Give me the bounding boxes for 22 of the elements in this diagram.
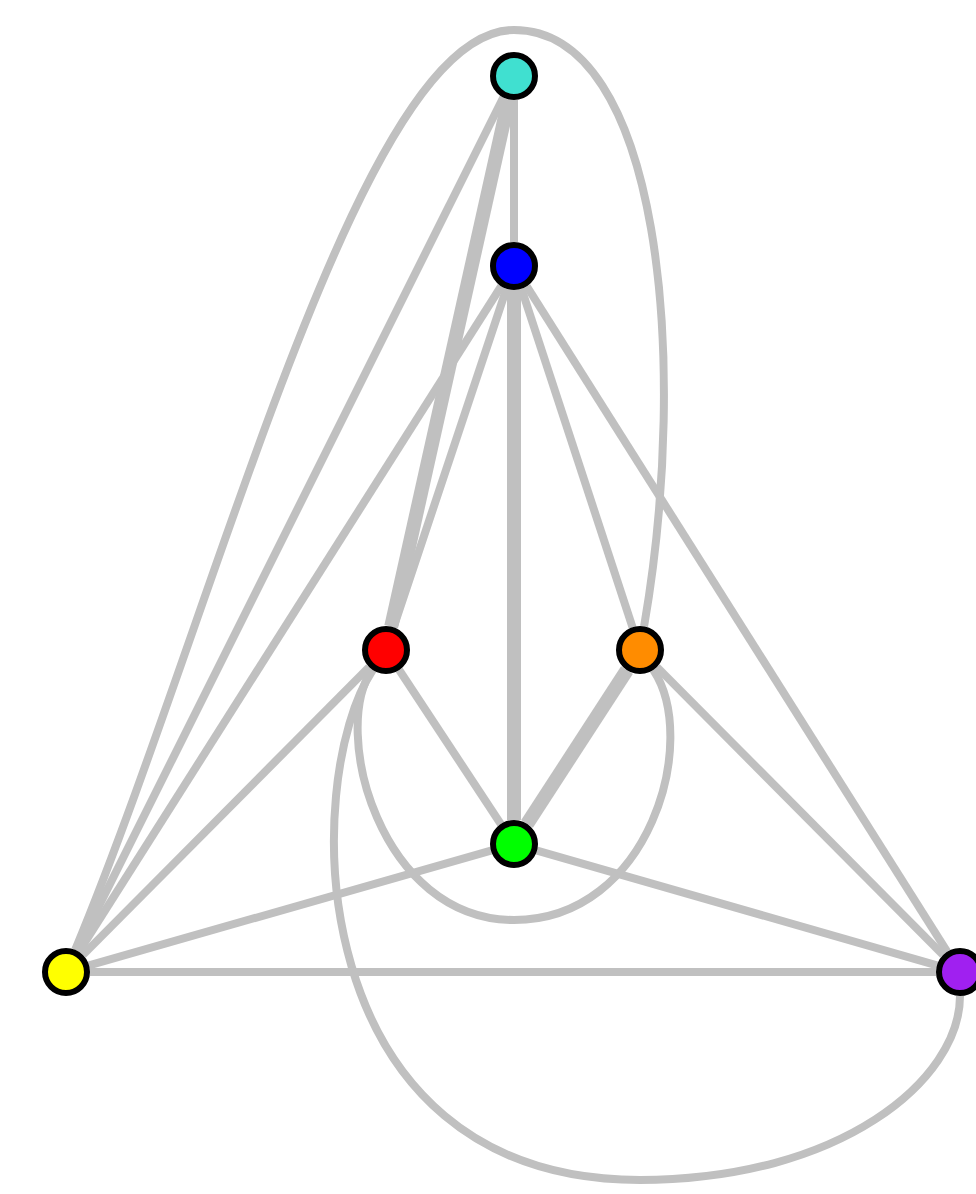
graph-edge — [507, 290, 515, 820]
graph-edge — [535, 846, 939, 970]
graph-edge — [87, 846, 493, 970]
graph-vertex — [490, 242, 538, 290]
graph-vertex — [490, 52, 538, 100]
graph-vertex — [616, 626, 664, 674]
graph-vertex — [936, 948, 976, 996]
graph-vertex — [42, 948, 90, 996]
graph-vertex — [362, 626, 410, 674]
graph-edge — [513, 290, 521, 820]
graph-vertex — [490, 820, 538, 868]
graph-edge — [80, 664, 372, 958]
graph-edge — [395, 667, 505, 827]
graph-edge — [523, 284, 951, 954]
graph-edge — [654, 664, 946, 958]
graph-edge — [517, 287, 637, 629]
graph-edge — [510, 100, 518, 242]
graph-edge — [71, 26, 668, 952]
graph-edge — [75, 284, 505, 954]
graph-edge — [330, 668, 964, 1184]
graph-edge — [353, 667, 675, 924]
graph-edge — [90, 968, 936, 976]
